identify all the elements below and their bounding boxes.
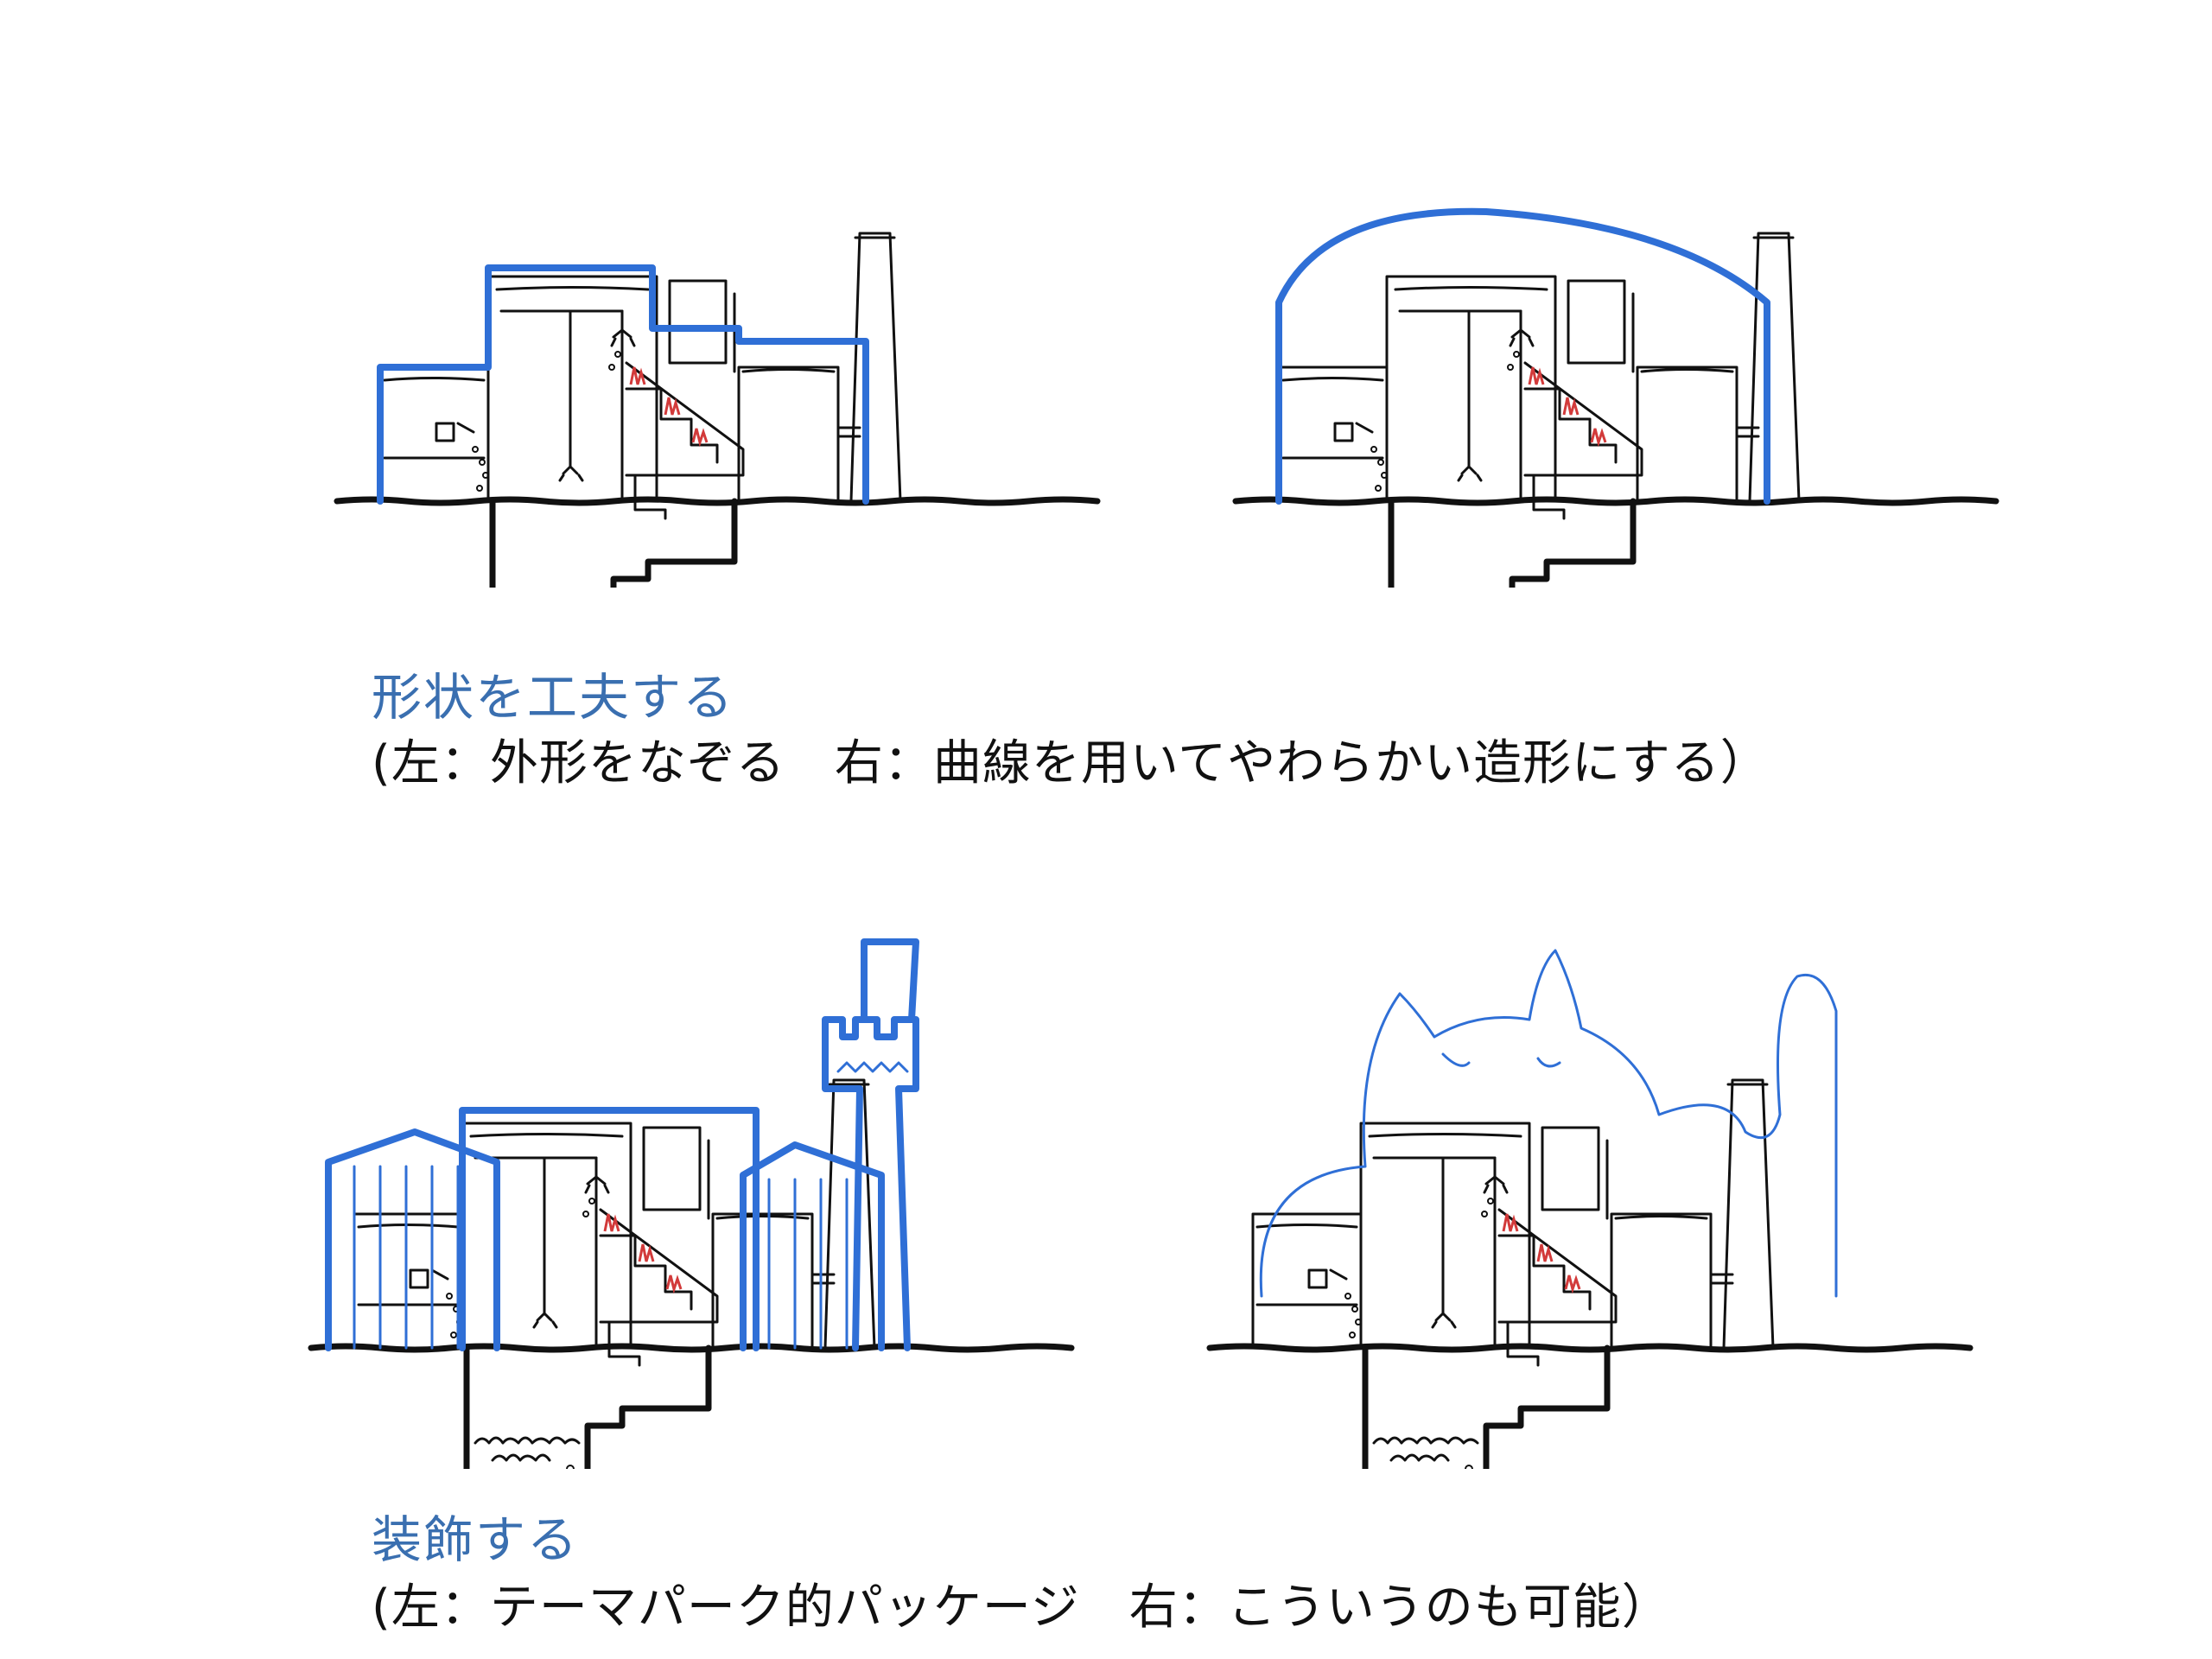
section1-subtitle: (左：外形をなぞる 右：曲線を用いてやわらかい造形にする） [372,735,1770,791]
section2-title: 装飾する [372,1510,580,1569]
sketch-theme-park [302,938,1132,1469]
section1-title: 形状を工夫する [372,668,735,727]
sketch-traced-outline [328,52,1106,588]
sketch-cat-shape [1192,949,2022,1469]
section2-subtitle: (左：テーマパーク的パッケージ 右：こういうのも可能） [372,1580,1671,1636]
sketch-curved-dome [1227,207,2005,588]
